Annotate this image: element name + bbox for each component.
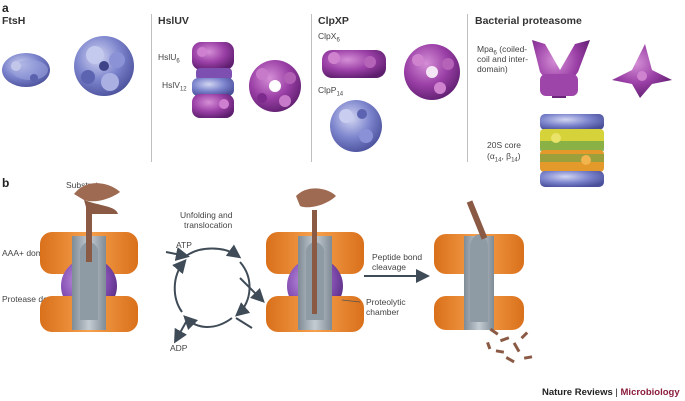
clpx-side-structure <box>322 50 386 78</box>
ftsh-top-structure <box>74 36 134 96</box>
divider-1 <box>151 14 152 162</box>
mpa-side-structure <box>532 40 590 98</box>
protease-assembly-2 <box>266 188 364 332</box>
protease-assembly-1 <box>40 206 138 332</box>
unfolding-label-1: Unfolding and <box>180 210 233 220</box>
mpa-top-structure <box>612 44 672 98</box>
clpx-label: ClpX6 <box>318 31 340 44</box>
bacterial-proteasome-title: Bacterial proteasome <box>475 15 582 27</box>
protease-domain-label: Protease domain <box>2 294 67 304</box>
peptide-fragments <box>486 327 533 364</box>
atp-adp-cycle <box>165 244 265 344</box>
adp-label: ADP <box>170 343 188 353</box>
clpxp-title: ClpXP <box>318 15 349 27</box>
hslv-label: HslV12 <box>162 80 187 93</box>
clpx-top-ring <box>404 44 460 100</box>
proteasome-20s-core <box>540 114 604 187</box>
journal-credit: Nature Reviews | Microbiology <box>542 387 680 398</box>
peptide-label-1: Peptide bond <box>372 252 423 262</box>
mpa-desc-2: coil and inter- <box>477 54 529 64</box>
hsluv-title: HslUV <box>158 15 189 27</box>
unfolding-label-2: translocation <box>184 220 233 230</box>
protease-assembly-3 <box>434 200 524 330</box>
hsluv-top-ring <box>249 60 301 112</box>
ftsh-title: FtsH <box>2 15 26 27</box>
divider-2 <box>311 14 312 162</box>
peptide-label-2: cleavage <box>372 262 407 272</box>
mpa-label: Mpa6 (coiled- <box>477 44 528 57</box>
chamber-label-2: chamber <box>366 307 400 317</box>
atp-label: ATP <box>176 240 192 250</box>
hslu-label: HslU6 <box>158 52 180 65</box>
core-formula: (α14, β14) <box>487 151 521 164</box>
panel-a-letter: a <box>2 1 9 15</box>
substrate-protein-1 <box>74 183 120 214</box>
core-label: 20S core <box>487 140 522 150</box>
substrate-label: Substrate <box>66 180 103 190</box>
chamber-label-1: Proteolytic <box>366 297 406 307</box>
clpp-structure <box>330 100 382 152</box>
clpp-label: ClpP14 <box>318 85 344 98</box>
mpa-desc-3: domain) <box>477 64 508 74</box>
divider-3 <box>467 14 468 162</box>
aaa-domain-label: AAA+ domain <box>2 248 55 258</box>
ftsh-side-structure <box>2 53 50 87</box>
panel-b-letter: b <box>2 176 10 190</box>
hsluv-side-structure <box>192 42 234 118</box>
